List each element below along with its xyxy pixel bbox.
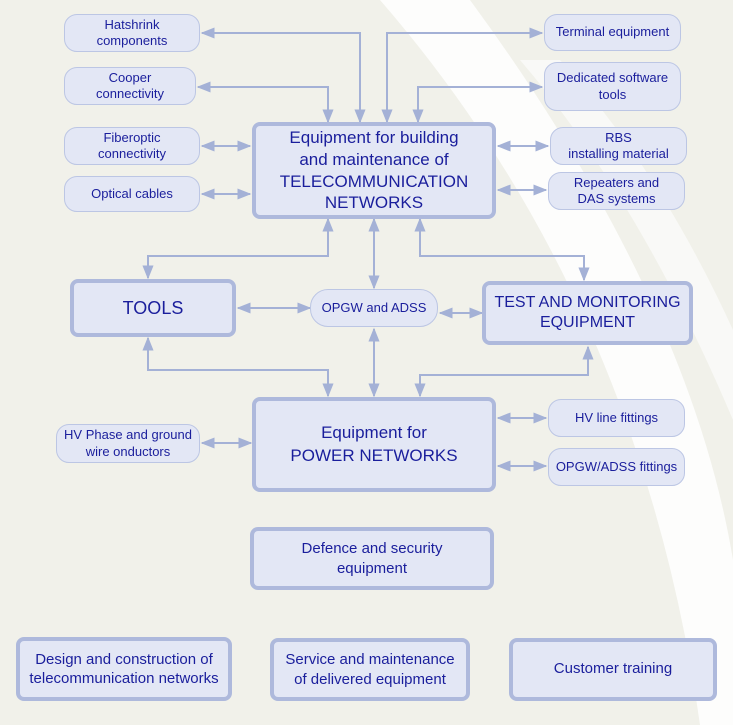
opgw-adss-fittings-box: OPGW/ADSS fittings	[548, 448, 685, 486]
link-telecom-test	[414, 217, 590, 282]
design-construction-box: Design and construction of telecommunica…	[16, 637, 232, 701]
link-terminal-telecom	[381, 27, 544, 124]
repeaters-das-label: Repeaters and DAS systems	[573, 174, 660, 206]
hv-phase-box: HV Phase and ground wire onductors	[56, 424, 200, 463]
power-networks-label: Equipment for POWER NETWORKS	[290, 423, 458, 465]
opgw-adss-label: OPGW and ADSS	[321, 299, 427, 315]
service-maintenance-box: Service and maintenance of delivered equ…	[270, 638, 470, 701]
rbs-installing-material-label: RBS installing material	[568, 129, 669, 161]
design-construction-label: Design and construction of telecommunica…	[29, 650, 219, 688]
fiberoptic-connectivity-box: Fiberoptic connectivity	[64, 127, 200, 165]
link-telecom-tools	[142, 217, 334, 280]
customer-training-box: Customer training	[509, 638, 717, 701]
test-monitoring-label: TEST AND MONITORING EQUIPMENT	[494, 294, 681, 331]
cooper-connectivity-label: Cooper connectivity	[96, 69, 164, 101]
optical-cables-label: Optical cables	[91, 185, 173, 201]
link-cooper-telecom	[196, 81, 334, 124]
link-tools-power	[142, 336, 334, 398]
link-test-power	[414, 345, 594, 398]
terminal-equipment-box: Terminal equipment	[544, 14, 681, 51]
tools-label: TOOLS	[122, 297, 184, 318]
dedicated-software-tools-label: Dedicated software tools	[556, 70, 669, 102]
hatshrink-components-label: Hatshrink components	[96, 16, 168, 48]
optical-cables-box: Optical cables	[64, 176, 200, 212]
telecom-networks-box: Equipment for building and maintenance o…	[252, 122, 496, 219]
rbs-installing-material-box: RBS installing material	[550, 127, 687, 165]
repeaters-das-box: Repeaters and DAS systems	[548, 172, 685, 210]
defence-security-label: Defence and security equipment	[301, 540, 443, 577]
opgw-adss-fittings-label: OPGW/ADSS fittings	[555, 458, 678, 474]
hv-line-fittings-box: HV line fittings	[548, 399, 685, 437]
defence-security-box: Defence and security equipment	[250, 527, 494, 590]
test-monitoring-box: TEST AND MONITORING EQUIPMENT	[482, 281, 693, 345]
link-software-telecom	[412, 81, 544, 124]
hatshrink-components-box: Hatshrink components	[64, 14, 200, 52]
power-networks-box: Equipment for POWER NETWORKS	[252, 397, 496, 492]
service-maintenance-label: Service and maintenance of delivered equ…	[285, 651, 455, 688]
fiberoptic-connectivity-label: Fiberoptic connectivity	[98, 129, 166, 161]
telecom-networks-label: Equipment for building and maintenance o…	[279, 128, 469, 213]
terminal-equipment-label: Terminal equipment	[555, 24, 670, 40]
link-hatshrink-telecom	[200, 27, 366, 124]
tools-box: TOOLS	[70, 279, 236, 337]
dedicated-software-tools-box: Dedicated software tools	[544, 62, 681, 111]
hv-phase-label: HV Phase and ground wire onductors	[64, 427, 192, 459]
cooper-connectivity-box: Cooper connectivity	[64, 67, 196, 105]
opgw-adss-box: OPGW and ADSS	[310, 289, 438, 327]
hv-line-fittings-label: HV line fittings	[574, 409, 659, 425]
customer-training-label: Customer training	[553, 660, 673, 678]
